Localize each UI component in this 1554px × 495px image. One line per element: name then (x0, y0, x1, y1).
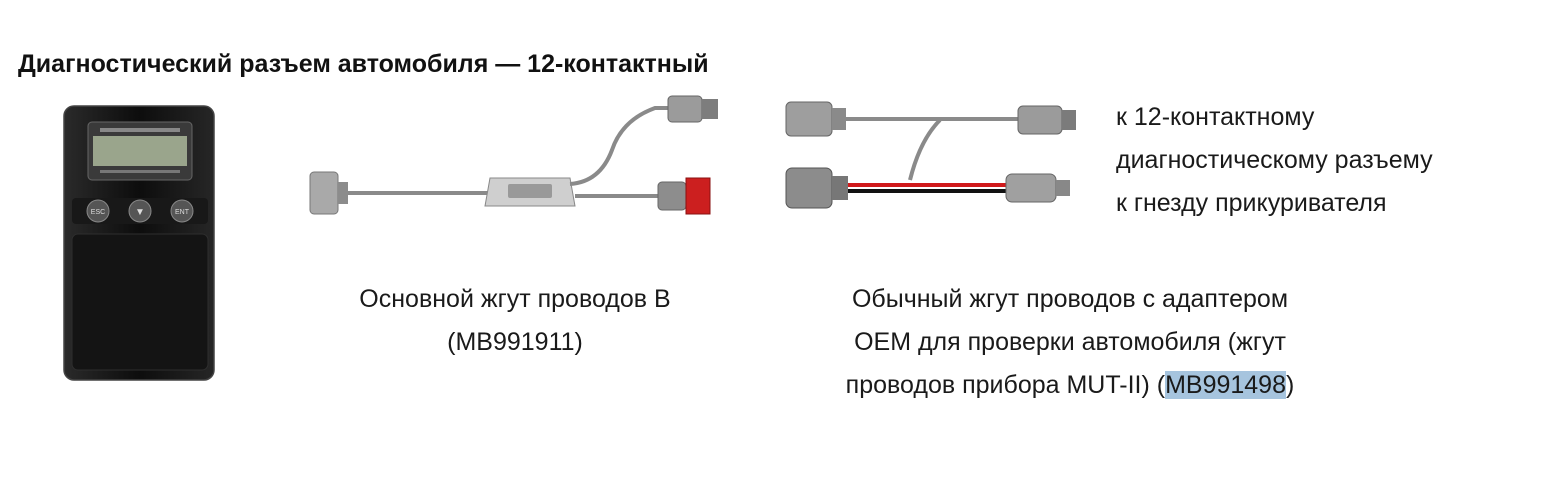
down-button-icon (128, 199, 152, 223)
oem-harness-caption: Обычный жгут проводов с адаптером OEM дл… (760, 278, 1380, 407)
harness-b-caption: Основной жгут проводов B (MB991911) (300, 278, 730, 364)
diagnostic-scanner-image: ESC ▼ ENT (63, 105, 215, 381)
harness-b-part-number: (MB991911) (447, 328, 583, 356)
diagnostic-connector-label: диагностическому разъему (1116, 146, 1433, 174)
svg-text:ENT: ENT (175, 209, 190, 216)
oem-part-number: MB991498 (1165, 371, 1286, 399)
svg-text:ESC: ESC (91, 209, 105, 216)
oem-caption-line1: Обычный жгут проводов с адаптером (851, 285, 1289, 313)
cigarette-lighter-label: к гнезду прикуривателя (1116, 189, 1387, 217)
connection-labels: к 12-контактному диагностическому разъем… (1116, 96, 1433, 225)
oem-caption-line3-suffix: ) (1286, 371, 1295, 399)
oem-caption-line3: проводов прибора MUT-II) (MB991498) (760, 364, 1380, 407)
esc-button-icon (86, 199, 110, 223)
oem-caption-line3-prefix: проводов прибора MUT-II) ( (845, 371, 1166, 399)
oem-caption-line2: OEM для проверки автомобиля (жгут (854, 328, 1286, 356)
page-title: Диагностический разъем автомобиля — 12-к… (18, 50, 709, 78)
oem-harness-image (785, 101, 1076, 209)
harness-b-caption-line1: Основной жгут проводов B (359, 285, 671, 313)
ent-button-icon (170, 199, 194, 223)
main-harness-b-image (309, 95, 718, 215)
to-12-pin-label: к 12-контактному (1116, 103, 1315, 131)
svg-text:▼: ▼ (135, 207, 145, 218)
